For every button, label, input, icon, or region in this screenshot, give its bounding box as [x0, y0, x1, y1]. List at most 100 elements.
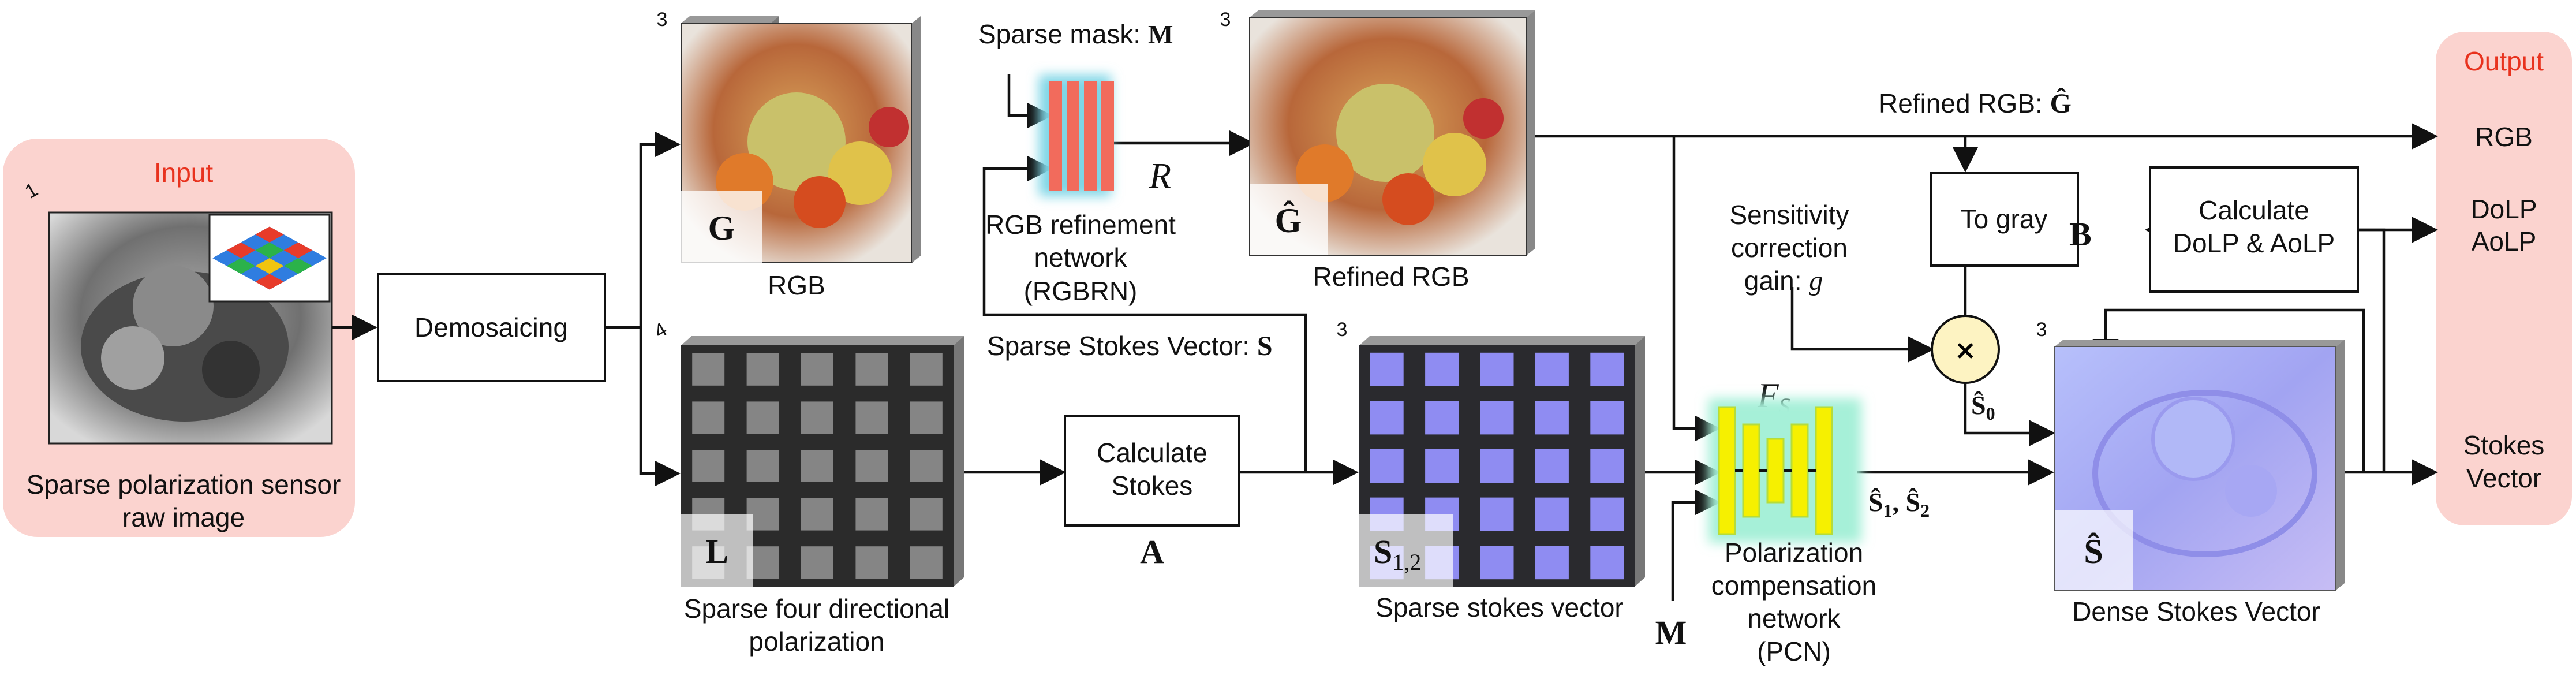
grid-cell	[1480, 352, 1514, 386]
grid-cell	[910, 401, 943, 434]
pcn-line4: (PCN)	[1757, 636, 1831, 666]
to-gray-block: To gray B	[1930, 172, 2092, 267]
grid-cell	[801, 401, 833, 434]
calc-stokes-line1: Calculate	[1097, 438, 1207, 468]
grid-cell	[1480, 497, 1514, 531]
s12-label: Ŝ1, Ŝ2	[1868, 487, 1930, 521]
demosaicing-block: Demosaicing	[377, 273, 606, 382]
grid-cell	[910, 353, 943, 386]
input-panel: Input 1	[3, 139, 355, 537]
grid-cell	[1590, 497, 1624, 531]
calculate-dolp-block: Calculate DoLP & AoLP	[2149, 166, 2359, 293]
grid-cell	[1590, 352, 1624, 386]
grid-cell	[801, 498, 833, 531]
grid-cell	[1425, 401, 1459, 435]
grid-cell	[801, 450, 833, 482]
svg-text:correction: correction	[1731, 233, 1848, 263]
multiply-node: ×	[1931, 315, 2000, 384]
calc-dolp-line2: DoLP & AoLP	[2173, 228, 2335, 258]
output-dolp: DoLP	[2470, 194, 2537, 224]
grid-cell	[1535, 352, 1569, 386]
grid-cell	[855, 450, 888, 482]
svg-text:gain: g: gain: g	[1744, 266, 1823, 296]
grid-cell	[1480, 401, 1514, 435]
calc-stokes-symbol: A	[1140, 533, 1164, 570]
raw-image	[48, 211, 333, 445]
rgbrn-symbol: R	[1149, 156, 1171, 196]
grid-cell	[855, 353, 888, 386]
sparse-stokes-channel-count: 3	[1337, 319, 1348, 341]
grid-cell	[1535, 449, 1569, 483]
grid-cell	[1425, 352, 1459, 386]
s0-label: Ŝ0	[1971, 390, 1995, 424]
dense-stokes-image: 3 Ŝ Dense Stokes Vector	[2036, 319, 2345, 626]
sparse-pol-line2: polarization	[749, 626, 884, 657]
sparse-stokes-vector-label: Sparse Stokes Vector: S	[987, 331, 1273, 361]
calculate-stokes-block: Calculate Stokes A	[1064, 415, 1240, 570]
svg-text:Sensitivity: Sensitivity	[1729, 200, 1849, 230]
grid-cell	[801, 546, 833, 579]
sparse-pol-symbol: L	[705, 532, 728, 570]
sensitivity-gain-label: Sensitivity correction gain: g	[1729, 200, 1849, 296]
sparse-stokes-caption: Sparse stokes vector	[1375, 592, 1624, 622]
dense-caption: Dense Stokes Vector	[2072, 596, 2320, 626]
rgbrn-line2: network	[1034, 243, 1127, 273]
demosaicing-label: Demosaicing	[414, 312, 568, 342]
to-gray-label: To gray	[1961, 204, 2048, 234]
calc-dolp-line1: Calculate	[2199, 195, 2309, 225]
input-title: Input	[154, 158, 214, 188]
pcn-line2: compensation	[1711, 570, 1876, 601]
rgb-image: 3 G RGB	[657, 9, 921, 300]
grid-cell	[692, 450, 725, 482]
grid-cell	[1535, 401, 1569, 435]
sparse-mask-label: Sparse mask: M	[978, 19, 1173, 49]
refined-rgb-edge-label: Refined RGB: Ĝ	[1879, 87, 2072, 119]
grid-cell	[910, 546, 943, 579]
rgbrn-line3: (RGBRN)	[1024, 276, 1138, 306]
connections	[332, 74, 2438, 601]
calc-stokes-line2: Stokes	[1112, 471, 1193, 501]
pcn-line1: Polarization	[1725, 538, 1863, 568]
refined-caption: Refined RGB	[1313, 262, 1469, 292]
rgb-channel-count: 3	[657, 9, 668, 31]
output-title: Output	[2464, 46, 2544, 76]
grid-cell	[1480, 449, 1514, 483]
dense-channel-count: 3	[2036, 319, 2047, 341]
sparse-stokes-image: 3 S1,2 Sparse stokes vector	[1337, 319, 1645, 622]
sparse-pol-line1: Sparse four directional	[684, 594, 949, 624]
grid-cell	[1425, 449, 1459, 483]
grid-cell	[1370, 352, 1404, 386]
grid-cell	[1535, 546, 1569, 580]
rgbrn-line1: RGB refinement	[985, 210, 1176, 240]
pcn-network: FS Polarization compensation network (PC…	[1708, 376, 1876, 666]
mosaic-pattern-icon	[208, 214, 331, 303]
grid-cell	[1590, 401, 1624, 435]
grid-cell	[1370, 401, 1404, 435]
grid-cell	[1370, 449, 1404, 483]
output-stokes-line2: Vector	[2466, 463, 2541, 493]
refined-channel-count: 3	[1220, 9, 1231, 31]
output-stokes-line1: Stokes	[2463, 430, 2545, 460]
grid-cell	[1480, 546, 1514, 580]
sparse-polarization-grid	[692, 353, 943, 579]
rgbrn-network: Sparse mask: M R RGB refinement network …	[978, 19, 1176, 306]
sparse-stokes-symbol: S1,2	[1374, 533, 1421, 575]
output-panel: Output RGB DoLP AoLP Stokes Vector	[2436, 32, 2572, 525]
output-aolp: AoLP	[2472, 226, 2537, 256]
to-gray-symbol: B	[2069, 215, 2092, 253]
grid-cell	[855, 546, 888, 579]
rgb-symbol: G	[708, 209, 735, 247]
dense-symbol: Ŝ	[2084, 532, 2103, 570]
grid-cell	[855, 401, 888, 434]
grid-cell	[746, 450, 779, 482]
grid-cell	[855, 498, 888, 531]
grid-cell	[1590, 546, 1624, 580]
mask-bottom-label: M	[1655, 614, 1687, 651]
grid-cell	[910, 450, 943, 482]
grid-cell	[1590, 449, 1624, 483]
refined-rgb-image: 3 Ĝ Refined RGB	[1220, 9, 1535, 292]
sparse-pol-channel-count: 4	[650, 318, 671, 342]
rgb-caption: RGB	[768, 270, 825, 300]
grid-cell	[801, 353, 833, 386]
